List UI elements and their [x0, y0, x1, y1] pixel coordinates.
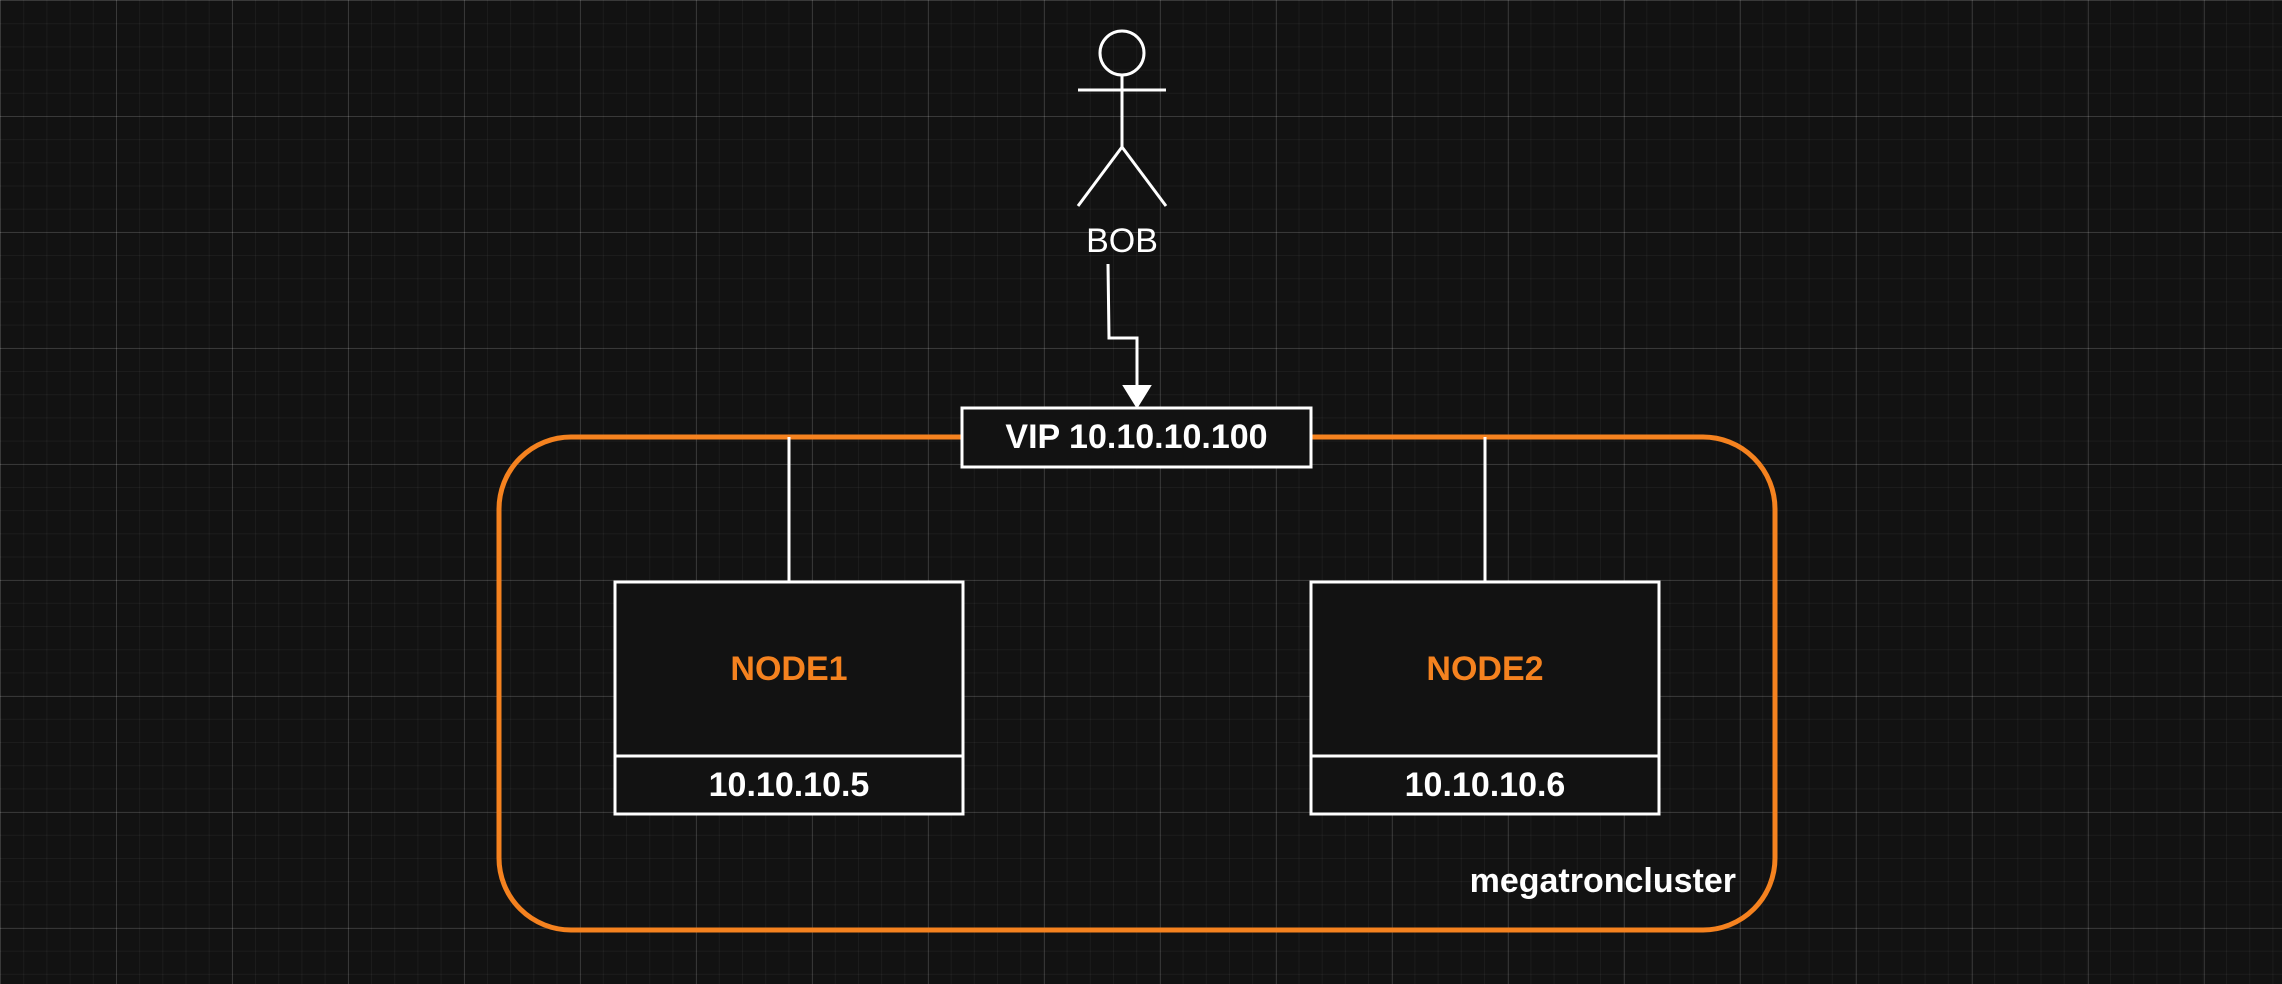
arrowhead-icon	[1122, 385, 1152, 409]
node1-box[interactable]	[613, 580, 965, 816]
node2-ip: 10.10.10.6	[1404, 766, 1566, 804]
vip-label: VIP 10.10.10.100	[1005, 418, 1268, 456]
stick-figure-icon[interactable]	[1076, 29, 1168, 207]
node1-ip: 10.10.10.5	[708, 766, 870, 804]
cluster-label: megatroncluster	[1469, 862, 1736, 900]
vip-box[interactable]	[960, 406, 1313, 469]
actor-label: BOB	[1086, 222, 1158, 260]
node1-title: NODE1	[730, 650, 848, 688]
node2-box[interactable]	[1309, 580, 1661, 816]
node2-title: NODE2	[1426, 650, 1544, 688]
actor-to-vip-connector	[1106, 263, 1139, 392]
